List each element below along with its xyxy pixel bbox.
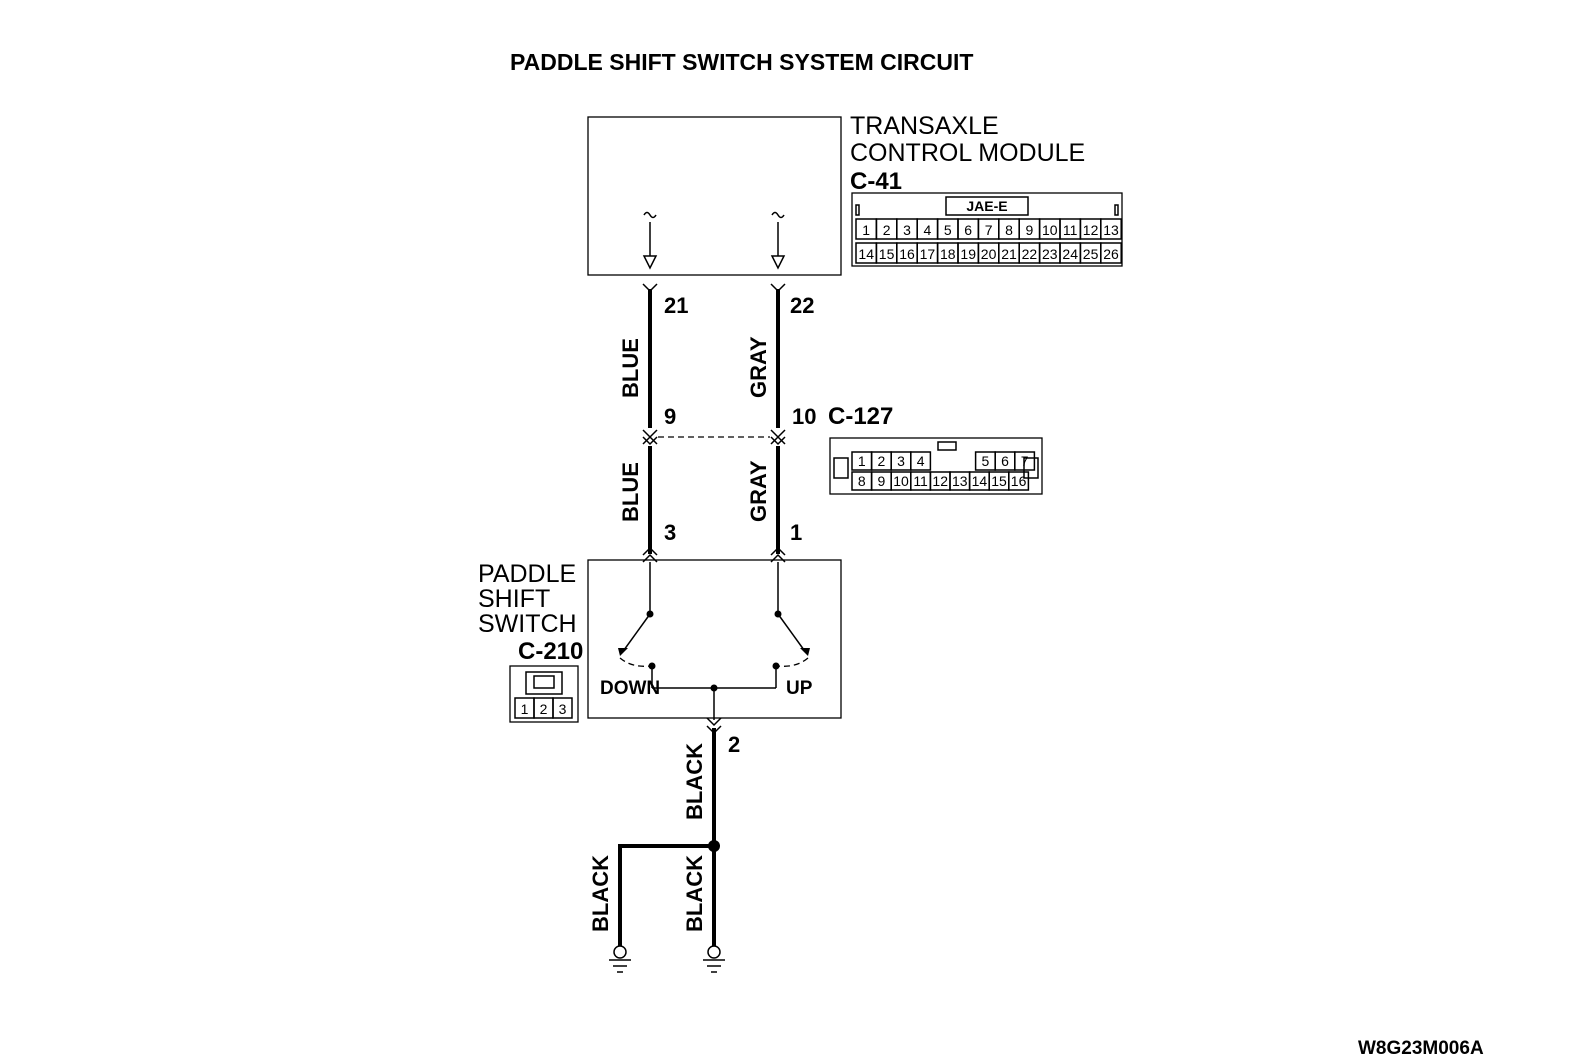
c41-pin-22: 22 bbox=[1022, 246, 1038, 262]
tcm-name-line2: CONTROL MODULE bbox=[850, 139, 1085, 167]
switch-label-up: UP bbox=[786, 678, 813, 699]
c41-pin-12: 12 bbox=[1083, 222, 1099, 238]
c127-pin-10: 10 bbox=[893, 473, 909, 489]
tcm-name-line1: TRANSAXLE bbox=[850, 112, 999, 140]
c210-pin-3-cell bbox=[552, 697, 573, 719]
c41-pin-14: 14 bbox=[858, 246, 874, 262]
c127-pin-4-cell bbox=[910, 451, 932, 471]
tcm-internal-right bbox=[770, 211, 786, 270]
ground-symbol-left bbox=[609, 945, 631, 973]
wire-label-ground-right: BLACK bbox=[682, 855, 707, 932]
c41-pin-23: 23 bbox=[1042, 246, 1058, 262]
c127-connector-id: C-127 bbox=[828, 403, 893, 430]
c127-pin-11: 11 bbox=[913, 473, 928, 489]
c41-pin-7: 7 bbox=[985, 222, 993, 238]
switch-terminal-1: 1 bbox=[790, 520, 802, 545]
c41-pin-26-cell bbox=[1100, 242, 1122, 264]
wire-label-ground-main: BLACK bbox=[682, 743, 707, 820]
c127-terminal-9: 9 bbox=[664, 404, 676, 429]
c127-pin-9: 9 bbox=[878, 473, 886, 489]
c127-pin-16-cell bbox=[1008, 471, 1030, 491]
c41-pin-13: 13 bbox=[1103, 222, 1119, 238]
ground-symbol-right bbox=[703, 945, 725, 973]
c41-pin-25: 25 bbox=[1083, 246, 1099, 262]
c41-pin-2: 2 bbox=[883, 222, 891, 238]
c127-pin-2: 2 bbox=[878, 453, 886, 469]
c127-pin-1: 1 bbox=[858, 453, 866, 469]
switch-name-line3: SWITCH bbox=[478, 610, 577, 638]
tcm-terminal-22: 22 bbox=[790, 293, 814, 318]
c41-pin-5: 5 bbox=[944, 222, 952, 238]
c41-pin-15: 15 bbox=[879, 246, 895, 262]
wire-label-right-lower: GRAY bbox=[746, 460, 771, 522]
switch-label-down: DOWN bbox=[600, 678, 660, 699]
c41-pin-8: 8 bbox=[1005, 222, 1013, 238]
c210-connector-id: C-210 bbox=[518, 638, 583, 665]
wire-label-left-upper: BLUE bbox=[618, 338, 643, 398]
c210-pin-2: 2 bbox=[540, 701, 548, 717]
c41-pin-24: 24 bbox=[1062, 246, 1078, 262]
c41-pin-19: 19 bbox=[960, 246, 976, 262]
tcm-terminal-21: 21 bbox=[664, 293, 688, 318]
c41-pin-17: 17 bbox=[920, 246, 936, 262]
c127-pin-4: 4 bbox=[917, 453, 925, 469]
switch-name-line2: SHIFT bbox=[478, 585, 550, 613]
c127-pin-3: 3 bbox=[897, 453, 905, 469]
c127-pin-12: 12 bbox=[932, 473, 948, 489]
diagram-title: PADDLE SHIFT SWITCH SYSTEM CIRCUIT bbox=[510, 49, 973, 75]
wire-label-left-lower: BLUE bbox=[618, 462, 643, 522]
switch-internal bbox=[618, 562, 810, 720]
c41-pin-10: 10 bbox=[1042, 222, 1058, 238]
c127-pin-13: 13 bbox=[952, 473, 968, 489]
c41-pin-13-cell bbox=[1100, 218, 1122, 240]
c41-pin-20: 20 bbox=[981, 246, 997, 262]
c127-pin-7: 7 bbox=[1021, 453, 1029, 469]
switch-terminal-2: 2 bbox=[728, 732, 740, 757]
c127-junction-left bbox=[642, 429, 658, 446]
c127-junction-right bbox=[770, 429, 786, 446]
c41-pin-3: 3 bbox=[903, 222, 911, 238]
c41-pin-16: 16 bbox=[899, 246, 915, 262]
c41-pin-1: 1 bbox=[862, 222, 870, 238]
tcm-connector-id: C-41 bbox=[850, 168, 902, 195]
figure-code: W8G23M006A bbox=[1358, 1038, 1484, 1059]
tcm-box bbox=[587, 116, 842, 276]
c41-pin-18: 18 bbox=[940, 246, 956, 262]
c41-pin-26: 26 bbox=[1103, 246, 1119, 262]
wire-label-ground-left: BLACK bbox=[588, 855, 613, 932]
c127-pin-16: 16 bbox=[1011, 473, 1027, 489]
c210-pin-3: 3 bbox=[559, 701, 567, 717]
switch-name-line1: PADDLE bbox=[478, 560, 576, 588]
c127-terminal-10: 10 bbox=[792, 404, 816, 429]
c210-pin-1: 1 bbox=[521, 701, 529, 717]
c41-pin-6: 6 bbox=[964, 222, 972, 238]
c41-pin-21: 21 bbox=[1001, 246, 1017, 262]
c41-pin-4: 4 bbox=[924, 222, 932, 238]
tcm-internal-left bbox=[642, 211, 658, 270]
wire-label-right-upper: GRAY bbox=[746, 336, 771, 398]
c41-pin-11: 11 bbox=[1063, 222, 1078, 238]
c127-pin-14: 14 bbox=[972, 473, 988, 489]
c127-pin-7-cell bbox=[1014, 451, 1036, 471]
c127-pin-8: 8 bbox=[858, 473, 866, 489]
c127-pin-15: 15 bbox=[991, 473, 1007, 489]
c127-pin-6: 6 bbox=[1001, 453, 1009, 469]
c41-connector-type: JAE-E bbox=[966, 198, 1007, 214]
c41-pin-9: 9 bbox=[1026, 222, 1034, 238]
c127-pin-5: 5 bbox=[982, 453, 990, 469]
switch-terminal-3: 3 bbox=[664, 520, 676, 545]
